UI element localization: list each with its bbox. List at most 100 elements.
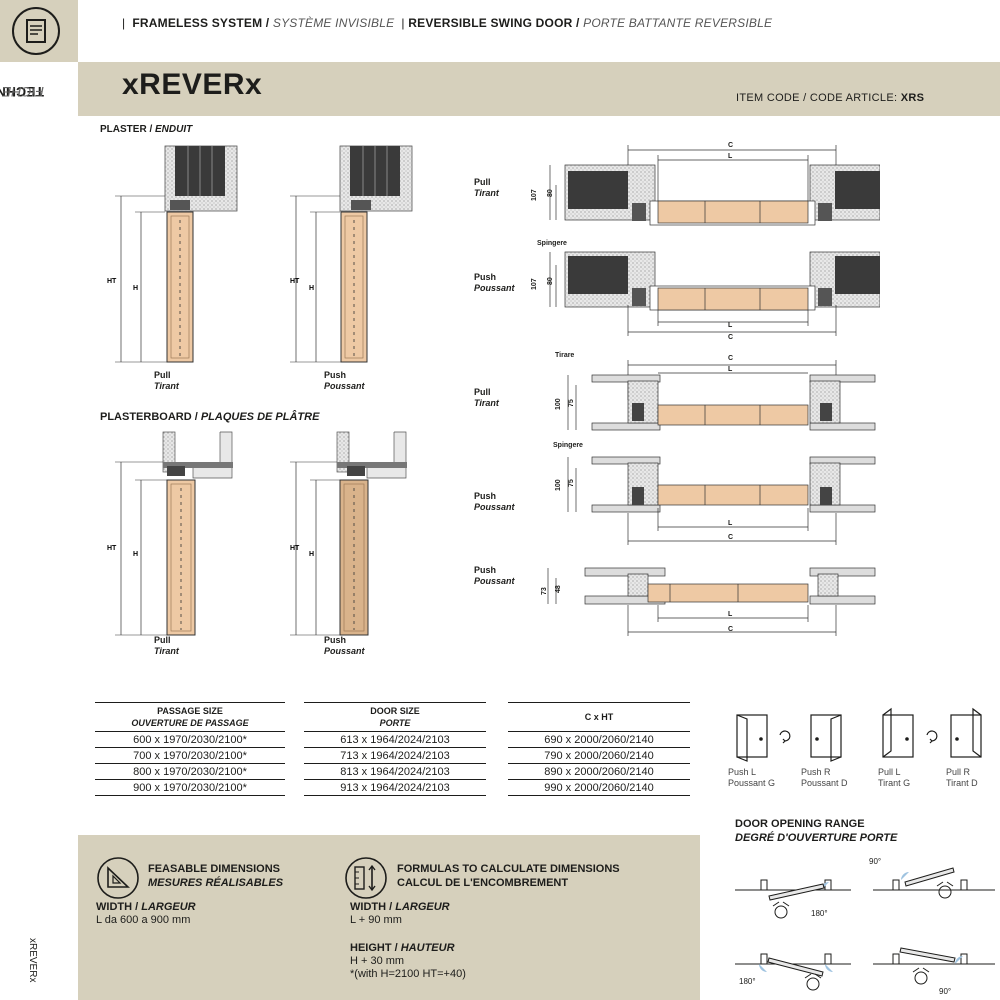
push-text: Push [324,635,347,645]
dim-c: C [728,626,733,633]
spingere-label: Spingere [553,442,583,449]
item-code-value: XRS [900,92,925,104]
formula-note: *(with H=2100 HT=+40) [350,968,466,980]
handing-label: Pull R [946,767,971,777]
table-cell: 990 x 2000/2060/2140 [508,779,690,796]
height-label: HEIGHT / [350,942,398,954]
table-cell: 813 x 1964/2024/2103 [304,763,486,780]
tirant-text: Tirant [154,646,179,656]
table-cell: 613 x 1964/2024/2103 [304,731,486,748]
dim-80: 80 [547,189,554,197]
rotate-arrow-icon [779,730,791,742]
dim-48: 48 [555,585,562,593]
dim-100: 100 [555,479,562,491]
plasterboard-label: PLASTERBOARD / [100,411,198,423]
table-cell: 890 x 2000/2060/2140 [508,763,690,780]
push-l-icon [736,714,768,762]
poussant-text: Poussant [474,502,515,512]
plasterboard-pull-section: HT H [107,431,233,636]
table-cell: 690 x 2000/2060/2140 [508,731,690,748]
push-text: Push [324,370,347,380]
plaster-label: PLASTER / [100,124,153,135]
dim-l: L [728,322,733,329]
passage-size-header: PASSAGE SIZE OUVERTURE DE PASSAGE [95,702,285,732]
angle-90: 90° [869,857,881,866]
formula-width: WIDTH / LARGEUR L + 90 mm [350,901,450,927]
header-en: PASSAGE SIZE [157,706,223,716]
dim-100: 100 [555,398,562,410]
dim-c: C [728,355,733,362]
feasible-width-value: L da 600 a 900 mm [96,914,191,926]
width-label-fr: LARGEUR [395,901,450,913]
header-breadcrumb: | FRAMELESS SYSTEM / SYSTÈME INVISIBLE |… [122,16,773,30]
document-icon [12,7,60,55]
sidebar-title: TECHNICAL SHEET / FICHE TECNIQUE [0,80,44,400]
dim-c: C [728,334,733,341]
range-pull-90 [873,867,995,899]
feasible-width: WIDTH / LARGEUR L da 600 a 900 mm [96,901,196,927]
plasterboard-push-section: HT H [290,431,407,636]
feasible-title-en: FEASABLE DIMENSIONS [148,863,281,875]
tirant-text: Tirant [474,398,499,408]
horizontal-plans-drawing: C L L C C L L C L C 107 80 107 80 100 75… [531,142,880,636]
cxht-table: C x HT 690 x 2000/2060/2140 790 x 2000/2… [508,702,690,796]
dim-h: H [133,285,138,292]
dim-73: 73 [541,587,548,595]
pull-l-icon [882,707,914,758]
table-cell: 713 x 1964/2024/2103 [304,747,486,764]
header-fr: OUVERTURE DE PASSAGE [131,718,249,728]
measure-icon [345,857,387,899]
width-label: WIDTH / [350,901,393,913]
plan-push-plasterboard [567,456,876,545]
spingere-label: Spingere [537,240,567,247]
tirare-label: Tirare [555,352,575,359]
plaster-label-fr: ENDUIT [155,124,193,135]
pull-text: Pull [474,177,491,187]
dim-ht: HT [107,545,117,552]
angle-180: 180° [811,909,828,918]
header-fr: PORTE [379,718,411,728]
door-label-fr: PORTE BATTANTE REVERSIBLE [583,16,773,30]
plasterboard-section-title: PLASTERBOARD / PLAQUES DE PLÂTRE [100,411,319,423]
plan-push-plaster [549,251,880,336]
height-label-fr: HAUTEUR [400,942,455,954]
plan-pull-plasterboard [567,360,876,431]
handing-label: Push R [801,767,831,777]
dim-h: H [133,551,138,558]
cxht-header: C x HT [508,702,690,732]
sidebar-title-fr: FICHE TECNIQUE [0,84,44,100]
handing-icons [736,707,982,762]
formulas-title-en: FORMULAS TO CALCULATE DIMENSIONS [397,863,620,875]
handing-label: Push L [728,767,757,777]
push-text: Push [474,491,497,501]
poussant-text: Poussant [324,381,365,391]
angle-90: 90° [939,987,951,996]
plaster-pull-section: HT H [107,145,238,363]
dim-107: 107 [531,278,538,290]
dim-75: 75 [568,399,575,407]
pull-text: Pull [474,387,491,397]
dim-ht: HT [107,278,117,285]
poussant-text: Poussant [324,646,365,656]
tirant-text: Tirant [154,381,179,391]
angle-180: 180° [739,977,756,986]
formulas-title-fr: CALCUL DE L'ENCOMBREMENT [397,877,569,889]
handing-label-fr: Poussant G [728,778,776,788]
opening-range-title-fr: DEGRÉ D'OUVERTURE PORTE [735,832,898,844]
table-cell: 900 x 1970/2030/2100* [95,779,285,796]
width-label: WIDTH / [96,901,139,913]
dim-l: L [728,366,733,373]
door-label: REVERSIBLE SWING DOOR / [408,16,580,30]
vertical-sections-drawing: HT H HT H HT H [107,145,413,636]
opening-range-diagram: 180° 90° 180° 90° [735,857,995,996]
formula-width-value: L + 90 mm [350,914,402,926]
